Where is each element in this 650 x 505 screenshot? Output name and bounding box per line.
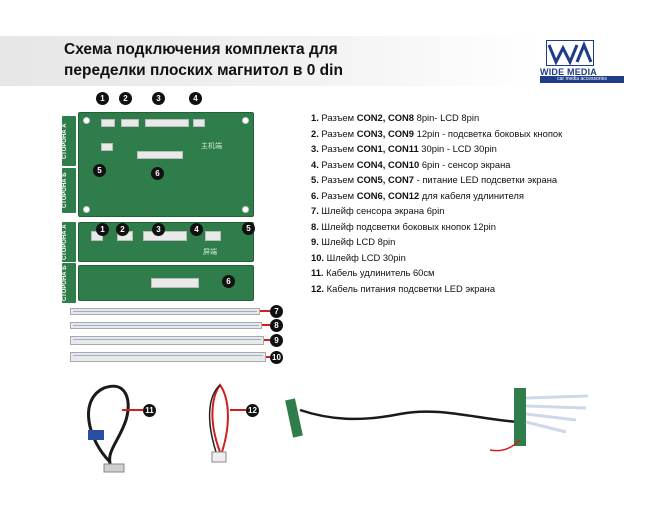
- title-line-2: переделки плоских магнитол в 0 din: [64, 62, 343, 79]
- logo-brand: WIDE MEDIA: [540, 67, 597, 77]
- connector-con2: [101, 119, 115, 127]
- marker-5: 5: [93, 164, 106, 177]
- cable11-connector-b: [103, 463, 125, 473]
- cable11-connector-a: [88, 430, 104, 440]
- legend-item: 11. Кабель удлинитель 60см: [311, 267, 435, 278]
- connector-con5: [101, 143, 113, 151]
- marker-4: 4: [189, 92, 202, 105]
- marker-4b: 4: [190, 223, 203, 236]
- legend-item: 5. Разъем CON5, CON7 - питание LED подсв…: [311, 174, 558, 185]
- cable-buttons-12pin: [70, 322, 262, 329]
- marker-1: 1: [96, 92, 109, 105]
- marker-8: 8: [270, 319, 283, 332]
- logo-sub: car media accessories: [540, 76, 624, 83]
- kit-board-left: [285, 398, 303, 438]
- marker-3: 3: [152, 92, 165, 105]
- marker-3b: 3: [152, 223, 165, 236]
- marker-9: 9: [270, 334, 283, 347]
- marker-6: 6: [151, 167, 164, 180]
- marker-1b: 1: [96, 223, 109, 236]
- connector-con1: [145, 119, 189, 127]
- board-silk-screen: 屏端: [203, 249, 217, 256]
- legend-list: 1. Разъем CON2, CON8 8pin- LCD 8pin 2. Р…: [311, 110, 581, 296]
- kit-board-right: [514, 388, 526, 446]
- power-cable-black: [208, 384, 221, 453]
- logo-mark-icon: [546, 40, 594, 66]
- connector-con11: [143, 231, 187, 241]
- mount-hole: [83, 117, 90, 124]
- legend-item: 3. Разъем CON1, CON11 30pin - LCD 30pin: [311, 143, 497, 154]
- connector-con4: [193, 119, 205, 127]
- cable-lcd-8pin: [70, 336, 264, 345]
- legend-item: 4. Разъем CON4, CON10 6pin - сенсор экра…: [311, 158, 511, 170]
- connector-con3: [121, 119, 139, 127]
- legend-item: 10. Шлейф LCD 30pin: [311, 251, 406, 263]
- title-line-1: Схема подключения комплекта для: [64, 41, 338, 58]
- kit-ribbon: [525, 404, 587, 410]
- marker-2: 2: [119, 92, 132, 105]
- kit-cable: [299, 408, 521, 424]
- legend-item: 1. Разъем CON2, CON8 8pin- LCD 8pin: [311, 112, 480, 123]
- marker-2b: 2: [116, 223, 129, 236]
- cable-lcd-30pin: [70, 352, 266, 362]
- board-silk-main: 主机端: [201, 143, 222, 150]
- legend-item: 9. Шлейф LCD 8pin: [311, 236, 396, 247]
- marker-6b: 6: [222, 275, 235, 288]
- legend-item: 12. Кабель питания подсветки LED экрана: [311, 282, 496, 294]
- legend-item: 2. Разъем CON3, CON9 12pin - подсветка б…: [311, 127, 563, 139]
- kit-ribbon: [525, 394, 589, 400]
- marker-7: 7: [270, 305, 283, 318]
- kit-ribbon: [525, 412, 577, 422]
- kit-ribbon: [525, 420, 567, 434]
- cable-touch-6pin: [70, 308, 260, 315]
- legend-item: 7. Шлейф сенсора экрана 6pin: [311, 205, 445, 216]
- extension-cable-11: [87, 384, 130, 471]
- cable12-connector: [211, 451, 227, 463]
- pcb-board-top: 主机端: [78, 112, 254, 217]
- marker-11: 11: [143, 404, 156, 417]
- legend-item: 8. Шлейф подсветки боковых кнопок 12pin: [311, 220, 496, 232]
- marker-12: 12: [246, 404, 259, 417]
- connector-con10: [205, 231, 221, 241]
- page-title: Схема подключения комплекта для переделк…: [64, 39, 484, 81]
- marker-10: 10: [270, 351, 283, 364]
- kit-power-lead: [489, 439, 521, 452]
- legend-item: 6. Разъем CON6, CON12 для кабеля удлинит…: [311, 189, 524, 201]
- mount-hole: [242, 206, 249, 213]
- connector-con6: [137, 151, 183, 159]
- mount-hole: [83, 206, 90, 213]
- power-cable-red: [211, 383, 229, 453]
- marker-5b: 5: [242, 222, 255, 235]
- header-band: [0, 36, 540, 86]
- connector-con12: [151, 278, 199, 288]
- mount-hole: [242, 117, 249, 124]
- wide-media-logo: WIDE MEDIA car media accessories: [540, 40, 630, 83]
